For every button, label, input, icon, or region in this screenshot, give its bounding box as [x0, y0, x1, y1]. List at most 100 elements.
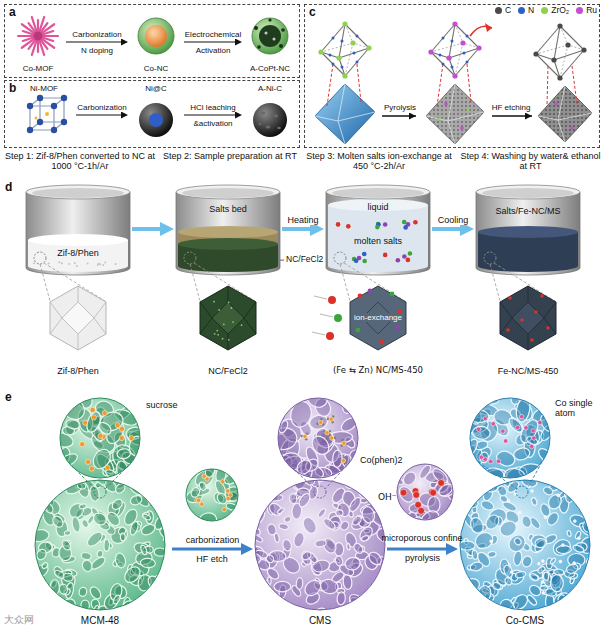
crystal-face: [512, 302, 544, 334]
pore: [341, 402, 351, 414]
particle-dot: [489, 459, 493, 463]
crystal-edge: [78, 286, 79, 302]
pore: [297, 492, 312, 509]
linker-atom: [332, 37, 335, 40]
vertex-atom: [476, 45, 481, 50]
octahedron-edge: [431, 24, 455, 52]
particle-dot: [483, 457, 487, 461]
particle-dot: [318, 420, 322, 424]
particle-dot: [102, 410, 107, 415]
pore: [543, 572, 548, 580]
crystal-face: [212, 302, 244, 334]
node-label: Co-CMS: [506, 615, 544, 627]
speck: [232, 321, 234, 323]
pore: [278, 523, 289, 530]
zoom-line: [286, 462, 315, 489]
octahedron-edge: [560, 26, 568, 45]
mcm-48-zoom: [50, 388, 147, 483]
octahedron-edge: [431, 52, 455, 76]
edge-label: Electrochemical: [184, 30, 242, 39]
step-caption: Step 1: Zif-8/Phen converted to NC at 10…: [3, 151, 157, 172]
mcm-48-sphere: [29, 472, 168, 614]
annotation-text: &activation: [193, 119, 232, 128]
linker-atom: [341, 66, 344, 69]
fe-site: [534, 310, 538, 314]
crystal-outline: [200, 286, 256, 350]
sphere-body: [470, 398, 550, 478]
pore: [116, 448, 131, 460]
zoom-indicator: [68, 462, 132, 498]
crucible-body: [26, 192, 130, 275]
vertex-atom: [551, 57, 556, 62]
octahedron-edge: [536, 54, 554, 60]
crucible-content: [178, 232, 278, 272]
vertex-atom: [557, 75, 562, 80]
octahedron-edge: [536, 54, 560, 78]
vertex-atom: [565, 42, 570, 47]
pore: [521, 555, 533, 568]
step-caption: Step 4: Washing by water& ethanol at RT: [458, 151, 603, 172]
ion-dot: [396, 258, 401, 263]
pore: [122, 600, 137, 613]
pore: [140, 522, 157, 536]
node-label: A-CoPt-NC: [250, 64, 290, 73]
pore: [553, 568, 564, 575]
panel-letter: b: [9, 82, 16, 96]
pore: [322, 517, 337, 531]
powder-grain: [74, 262, 76, 264]
fe-site: [540, 294, 544, 298]
zoom-circle: [334, 252, 346, 264]
pore: [393, 475, 405, 486]
crucible-body: [176, 192, 280, 275]
pore: [87, 515, 95, 525]
particle-dot: [490, 540, 493, 543]
legend-text: N: [528, 6, 534, 15]
particle-dot: [530, 444, 534, 448]
pore: [488, 551, 497, 558]
node-label: Ni-MOF: [30, 84, 58, 93]
linker-atom: [439, 54, 442, 57]
pore: [289, 493, 297, 503]
pore: [469, 561, 484, 572]
particle-dot: [438, 480, 445, 487]
particle-dot: [341, 458, 345, 462]
octahedron-frame: [428, 21, 481, 78]
flying-ion: [334, 314, 342, 322]
pore: [114, 482, 127, 495]
linker-atom: [451, 66, 454, 69]
pore: [41, 562, 49, 570]
blue-octahedron: [315, 84, 375, 144]
connector-arrow: [387, 548, 451, 551]
particle-dot: [519, 414, 523, 418]
pore: [225, 502, 238, 511]
pore: [93, 605, 99, 613]
connector-arrow: [66, 41, 124, 42]
vertex-atom: [452, 73, 457, 78]
octahedron-edge: [455, 24, 479, 48]
pore: [492, 581, 502, 591]
confined-pore: [393, 463, 461, 530]
pore: [462, 577, 481, 594]
zoom-lines: [327, 64, 577, 106]
pore: [122, 564, 143, 586]
speck: [218, 309, 220, 311]
octahedron-edge: [339, 24, 345, 58]
sphere-body: [255, 480, 385, 610]
ion-dot: [356, 328, 361, 333]
cms-zoom: [266, 388, 362, 483]
pore: [301, 515, 319, 535]
linker-atom: [356, 35, 359, 38]
particle-dot: [531, 429, 535, 433]
particle-dot: [510, 571, 513, 574]
linker-atom: [353, 52, 356, 55]
crystal-edge: [50, 302, 62, 318]
pore: [85, 530, 105, 549]
crystal-edge: [228, 334, 229, 350]
carbon-octahedron: [426, 84, 484, 144]
crystal-outline: [350, 286, 406, 350]
leaving-ligand-arrow: [470, 23, 492, 36]
linker-atom: [466, 61, 469, 64]
particle-dot: [532, 436, 536, 440]
